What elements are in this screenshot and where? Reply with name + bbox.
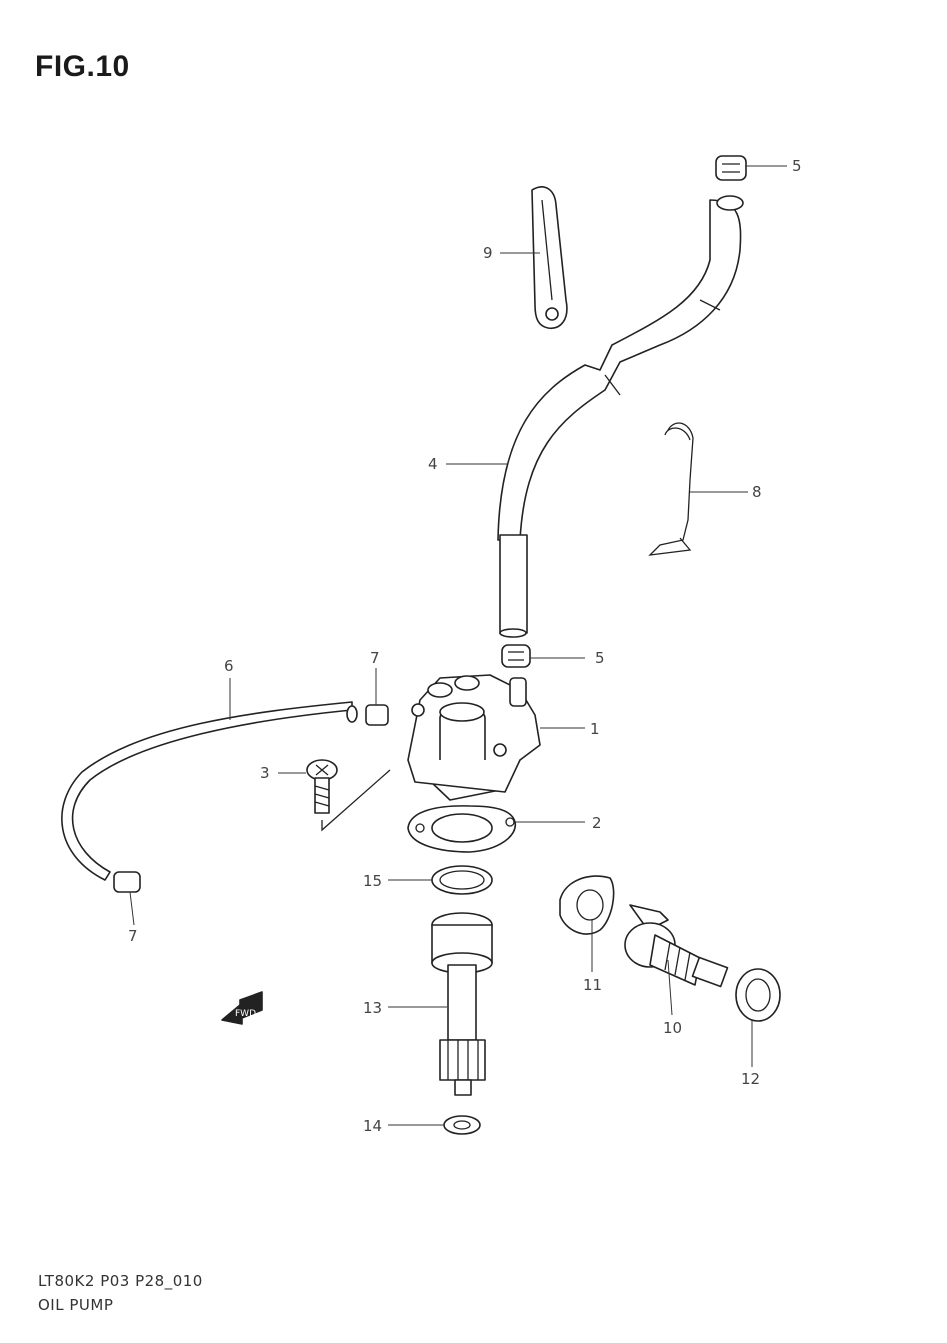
part-5-hose-clamp-top (715, 155, 747, 181)
callout-4: 4 (428, 455, 438, 473)
part-4-oil-hose (497, 195, 744, 638)
callout-8: 8 (752, 483, 762, 501)
callout-2: 2 (592, 814, 602, 832)
part-9-clip (531, 186, 568, 329)
part-2-gasket (407, 805, 517, 853)
part-6-pipe (61, 701, 358, 881)
part-5-hose-clamp-bottom (501, 644, 531, 668)
fwd-label: FWD (235, 1009, 256, 1019)
part-8-wire-clip (648, 422, 694, 556)
callout-5-bottom: 5 (595, 649, 605, 667)
leader-lines (129, 165, 787, 1126)
callout-12: 12 (741, 1070, 760, 1088)
callout-3: 3 (260, 764, 270, 782)
callout-numbers: 5 9 4 8 5 6 7 1 3 2 15 7 11 13 10 12 14 (128, 157, 802, 1135)
callout-10: 10 (663, 1019, 682, 1037)
part-7-cap-upper (365, 704, 389, 726)
callout-1: 1 (590, 720, 600, 738)
part-13-drive-shaft (431, 912, 493, 1096)
part-10-plunger (624, 904, 729, 988)
callout-6: 6 (224, 657, 234, 675)
callout-14: 14 (363, 1117, 382, 1135)
figure-name: OIL PUMP (38, 1296, 114, 1314)
callout-9: 9 (483, 244, 493, 262)
figure-code: LT80K2 P03 P28_010 (38, 1272, 203, 1290)
part-1-oil-pump-body (407, 674, 541, 801)
callout-11: 11 (583, 976, 602, 994)
callout-13: 13 (363, 999, 382, 1017)
callout-15: 15 (363, 872, 382, 890)
callout-5-top: 5 (792, 157, 802, 175)
figure-title: FIG.10 (35, 50, 130, 83)
part-11-retainer (559, 875, 615, 935)
part-12-seal (735, 968, 781, 1022)
part-15-o-ring (431, 865, 493, 895)
callout-7-upper: 7 (370, 649, 380, 667)
part-14-washer (443, 1115, 481, 1135)
forward-arrow-icon: FWD (221, 991, 263, 1025)
callout-7-lower: 7 (128, 927, 138, 945)
part-3-bolt (306, 759, 391, 832)
part-7-cap-lower (113, 871, 141, 893)
